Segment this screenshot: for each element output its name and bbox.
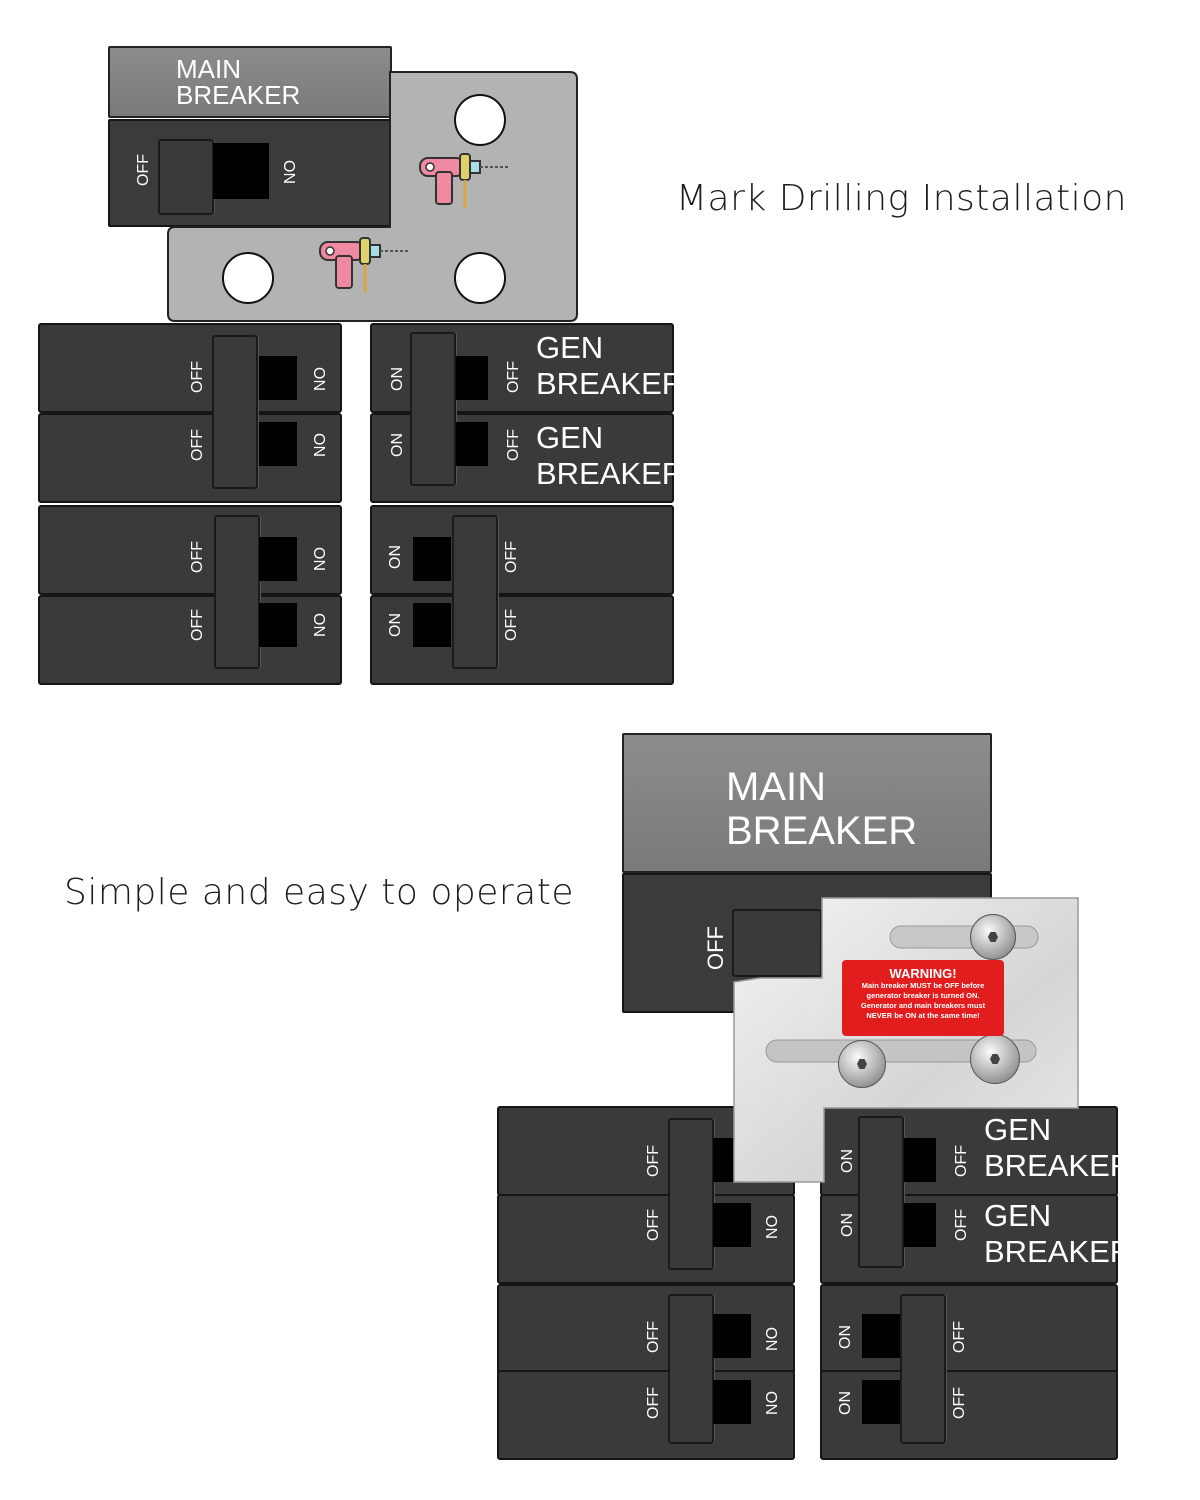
on-label: ON <box>839 1213 856 1237</box>
drill-hole-left <box>222 252 274 304</box>
drill-hole-right <box>454 252 506 304</box>
on-slot <box>259 356 297 400</box>
breaker-handle-right-b[interactable] <box>452 515 498 669</box>
breaker-handle-left-a[interactable] <box>668 1118 714 1270</box>
on-slot <box>456 356 488 400</box>
gen-breaker-label-2: GEN BREAKER <box>536 420 685 491</box>
warning-line-2: generator breaker is turned ON. <box>866 991 980 1000</box>
gen-breaker-handle[interactable] <box>410 332 456 486</box>
on-slot <box>259 537 297 581</box>
off-label: OFF <box>189 429 206 461</box>
on-slot <box>413 537 451 581</box>
on-label: ON <box>762 1327 779 1351</box>
screw-icon <box>970 914 1016 960</box>
off-label: OFF <box>645 1209 662 1241</box>
on-label: ON <box>387 613 404 637</box>
warning-label: WARNING! Main breaker MUST be OFF before… <box>842 960 1004 1036</box>
breaker-handle-right-b[interactable] <box>900 1294 946 1444</box>
on-label: ON <box>387 545 404 569</box>
on-slot <box>904 1138 936 1182</box>
off-label: OFF <box>645 1321 662 1353</box>
main-label-line1: MAIN <box>726 765 826 809</box>
on-label: ON <box>389 433 406 457</box>
breaker-handle-left-b[interactable] <box>214 515 260 669</box>
off-label: OFF <box>503 541 520 573</box>
drill-icon <box>319 237 408 292</box>
warning-line-3: Generator and main breakers must <box>860 1001 986 1010</box>
off-label: OFF <box>503 609 520 641</box>
main-off-label: OFF <box>135 154 152 186</box>
main-breaker-toggle[interactable] <box>732 909 822 977</box>
main-label-line2: BREAKER <box>726 809 918 853</box>
warning-line-4: NEVER be ON at the same time! <box>866 1011 980 1020</box>
screw-icon <box>970 1034 1020 1084</box>
off-label: OFF <box>189 609 206 641</box>
off-label: OFF <box>189 541 206 573</box>
off-label: OFF <box>505 429 522 461</box>
on-slot <box>259 603 297 647</box>
on-label: ON <box>310 367 327 391</box>
main-label-line2: BREAKER <box>176 80 301 110</box>
screw-icon <box>838 1040 886 1088</box>
on-label: ON <box>310 547 327 571</box>
gen-breaker-label-2: GEN BREAKER <box>984 1198 1133 1269</box>
off-label: OFF <box>645 1387 662 1419</box>
drill-hole-top <box>454 94 506 146</box>
on-slot <box>862 1380 900 1424</box>
main-off-label: OFF <box>703 926 728 970</box>
warning-title: WARNING! <box>889 966 957 981</box>
on-label: ON <box>310 433 327 457</box>
on-label: ON <box>837 1391 854 1415</box>
on-label: ON <box>389 367 406 391</box>
main-label-line1: MAIN <box>176 54 241 84</box>
on-slot <box>713 1138 737 1182</box>
breaker-handle-left-b[interactable] <box>668 1294 714 1444</box>
on-label: ON <box>310 613 327 637</box>
on-label: ON <box>762 1391 779 1415</box>
on-slot <box>456 422 488 466</box>
off-label: OFF <box>953 1209 970 1241</box>
main-breaker-label: MAIN BREAKER <box>108 46 392 118</box>
off-label: OFF <box>505 361 522 393</box>
gen-breaker-label-1: GEN BREAKER <box>536 330 685 401</box>
gen-breaker-label-1: GEN BREAKER <box>984 1112 1133 1183</box>
on-label: ON <box>762 1215 779 1239</box>
main-breaker-slot <box>213 143 269 199</box>
warning-line-1: Main breaker MUST be OFF before <box>861 981 985 990</box>
caption-mark-drilling: Mark Drilling Installation <box>676 178 1127 219</box>
on-slot <box>713 1380 751 1424</box>
off-label: OFF <box>951 1321 968 1353</box>
on-slot <box>904 1203 936 1247</box>
gen-breaker-handle[interactable] <box>858 1116 904 1268</box>
interlock-plate <box>733 897 1079 1183</box>
caption-simple-easy: Simple and easy to operate <box>64 872 574 913</box>
off-label: OFF <box>645 1145 662 1177</box>
main-breaker-label: MAIN BREAKER <box>622 733 992 873</box>
off-label: OFF <box>951 1387 968 1419</box>
on-slot <box>259 422 297 466</box>
on-slot <box>862 1314 900 1358</box>
drill-icon <box>419 153 508 208</box>
on-slot <box>713 1203 751 1247</box>
on-slot <box>713 1314 751 1358</box>
off-label: OFF <box>189 361 206 393</box>
breaker-handle-left-a[interactable] <box>212 335 258 489</box>
on-slot <box>413 603 451 647</box>
on-label: ON <box>837 1325 854 1349</box>
